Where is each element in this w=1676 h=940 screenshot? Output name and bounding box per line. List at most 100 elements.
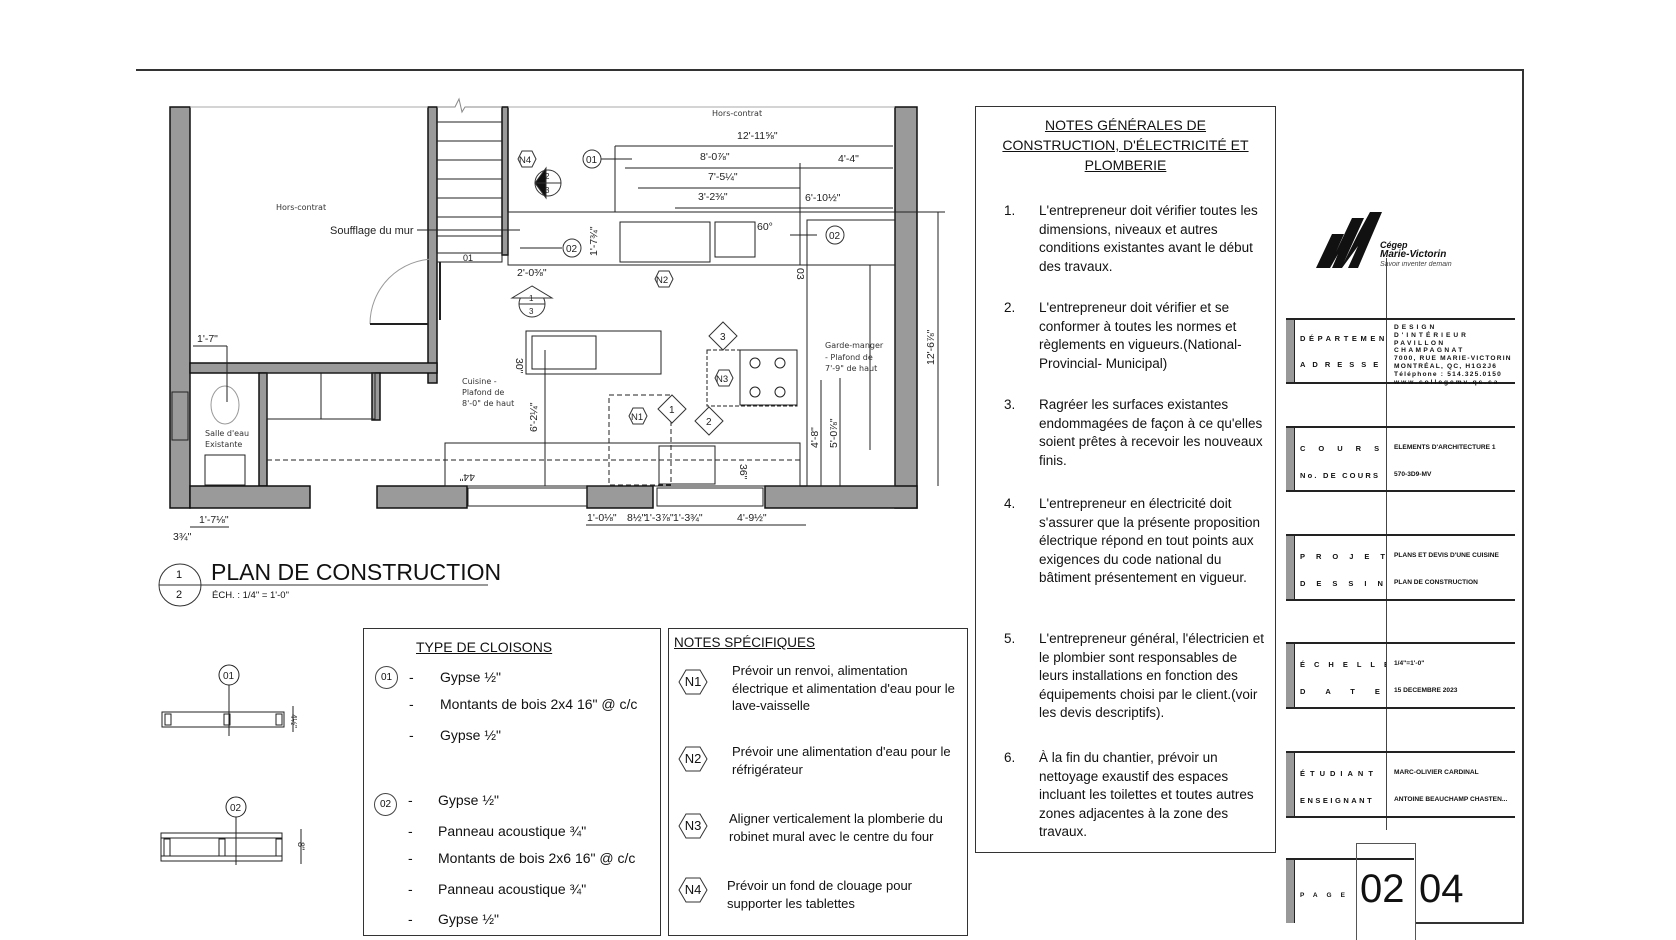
- hex-n3-icon: [714, 369, 734, 387]
- date-value: 15 DÉCEMBRE 2023: [1394, 687, 1458, 694]
- dim-text: 12'-11⅝": [737, 130, 778, 142]
- dim-text: 8'-0⅞": [700, 151, 730, 163]
- hex-n2-icon: [654, 270, 674, 288]
- page-label: PAGE: [1300, 892, 1354, 899]
- dim-text: 60°: [757, 221, 773, 233]
- dim-text: 8½": [627, 512, 646, 524]
- sheet-right-border: [1522, 69, 1524, 924]
- section-a-top: 2: [545, 172, 550, 181]
- label-soufflage: Soufflage du mur: [330, 225, 414, 237]
- view-sheet-number: 2: [176, 589, 183, 601]
- dishwasher: [714, 221, 756, 258]
- cours-label: COURS: [1300, 444, 1386, 453]
- sink-lower: [658, 445, 716, 485]
- specific-note-text: Prévoir un fond de clouage pour supporte…: [727, 878, 913, 911]
- enseignant-value: ANTOINE BEAUCHAMP CHASTEN...: [1394, 796, 1508, 803]
- title-block-bar: [1286, 860, 1295, 923]
- partition-layer: Gypse ½": [440, 727, 501, 743]
- title-block-bar: [1286, 428, 1295, 490]
- section-b-bot: 3: [529, 307, 534, 316]
- general-notes-title: NOTES GÉNÉRALES DE CONSTRUCTION, D'ÉLECT…: [1002, 117, 1249, 173]
- no-cours-label: No. DE COURS: [1300, 471, 1381, 480]
- dash: -: [408, 911, 413, 927]
- echelle-value: 1/4"=1'-0": [1394, 660, 1425, 667]
- dim-text: 2'-0⅜": [517, 267, 547, 279]
- wall-bottom-4: [764, 485, 918, 509]
- partition-layer: Gypse ½": [440, 669, 501, 685]
- note-text: L'entrepreneur général, l'électricien et…: [1039, 631, 1265, 720]
- stair-treads: [437, 121, 502, 237]
- dim-text: 6'-2¼": [528, 402, 540, 432]
- dash: -: [409, 727, 414, 743]
- walls: [169, 106, 918, 509]
- dim-text: 3'-2⅜": [698, 191, 728, 203]
- partition-types-title: TYPE DE CLOISONS: [416, 639, 553, 655]
- section-a-bot: 3: [545, 186, 550, 195]
- wall-detail-02-tag: 02: [230, 803, 242, 814]
- wall-tag-01-text: 01: [586, 155, 598, 166]
- window-bottom: [467, 487, 588, 507]
- island: [525, 330, 662, 375]
- elev-tag-1: 1: [669, 405, 675, 416]
- view-title: PLAN DE CONSTRUCTION: [211, 559, 502, 585]
- address-line: 7000, RUE MARIE-VICTORIN: [1394, 355, 1512, 363]
- label-hors-contrat-top: Hors-contrat: [712, 109, 762, 118]
- dash: -: [408, 850, 413, 866]
- vanity: [204, 454, 246, 486]
- partition-layer: Panneau acoustique ¾": [438, 881, 587, 897]
- page-current-box: [1356, 843, 1416, 940]
- hex-n2-icon: N2: [678, 746, 708, 772]
- wall-tag-02b: [825, 225, 845, 245]
- page-current: 02: [1360, 867, 1405, 911]
- dim-text: 1'-7": [197, 333, 218, 345]
- title-block-course: COURS ÉLÉMENTS D'ARCHITECTURE 1 No. DE C…: [1286, 426, 1515, 492]
- label-garde-manger: Garde-manger: [825, 341, 884, 350]
- dim-text: 12'-6⅞": [925, 329, 937, 365]
- note-text: L'entrepreneur doit vérifier toutes les …: [1039, 203, 1258, 274]
- partition-tag-01: 01: [375, 666, 398, 689]
- label-garde-manger-2: - Plafond de: [825, 353, 873, 362]
- logo-mark-icon: [1316, 212, 1382, 268]
- address-line: www.collegemv.qc.ca: [1394, 378, 1500, 386]
- label-cuisine-2: Plafond de: [462, 388, 504, 397]
- title-block-divider: [1386, 258, 1387, 830]
- note-text: L'entrepreneur doit vérifier et se confo…: [1039, 300, 1242, 371]
- specific-note-text: Aligner verticalement la plomberie du ro…: [729, 811, 943, 844]
- label-cuisine-3: 8'-0" de haut: [462, 399, 514, 408]
- partition-layer: Gypse ½": [438, 911, 499, 927]
- logo-line2: Marie-Victorin: [1380, 249, 1447, 260]
- plan-tags: 01 02 02 01 N4 N2 N3 N1 3 1 2 2 3 1 3: [463, 149, 845, 436]
- dash: -: [408, 823, 413, 839]
- wall-interior-stub: [371, 372, 381, 421]
- address-block: DESIGN D'INTÉRIEUR PAVILLON CHAMPAGNAT 7…: [1394, 324, 1515, 386]
- note-number: 5.: [1004, 631, 1016, 646]
- title-block-department: DÉPARTEMENT ADRESSE DESIGN D'INTÉRIEUR P…: [1286, 318, 1515, 386]
- wall-detail-01-dim: 4½": [289, 714, 298, 728]
- departement-value: DESIGN D'INTÉRIEUR: [1394, 324, 1469, 339]
- enseignant-label: ENSEIGNANT: [1300, 796, 1375, 805]
- adresse-label: ADRESSE: [1300, 360, 1386, 369]
- sheet-right-bottom: [1415, 922, 1524, 924]
- lower-counter: [444, 442, 801, 487]
- dim-text: 3¾": [173, 531, 192, 543]
- dimension-lines: [190, 145, 945, 528]
- note-text: Ragréer les surfaces existantes endommag…: [1039, 397, 1263, 468]
- label-garde-manger-3: 7'-9" de haut: [825, 364, 877, 373]
- wall-tag-01: [582, 149, 602, 169]
- wall-detail-02-dim: 8": [296, 842, 306, 850]
- hex-n4-icon: [517, 150, 537, 168]
- view-detail-number: 1: [176, 569, 183, 581]
- dash: -: [408, 792, 413, 808]
- specific-note-text: Prévoir un renvoi, alimentation électriq…: [732, 663, 955, 713]
- dim-text: 1'-7¾": [588, 226, 600, 256]
- elev-tag-3: 3: [720, 332, 726, 343]
- specific-notes-title: NOTES SPÉCIFIQUES: [674, 635, 816, 650]
- title-block-bar: [1286, 320, 1295, 382]
- logo-tagline: Savoir inventer demain: [1380, 261, 1452, 268]
- dash: -: [408, 881, 413, 897]
- toilet: [210, 385, 240, 425]
- wall-tag-02b-text: 02: [829, 231, 841, 242]
- note-text: À la fin du chantier, prévoir un nettoya…: [1039, 750, 1254, 839]
- tag-n4: N4: [519, 155, 531, 166]
